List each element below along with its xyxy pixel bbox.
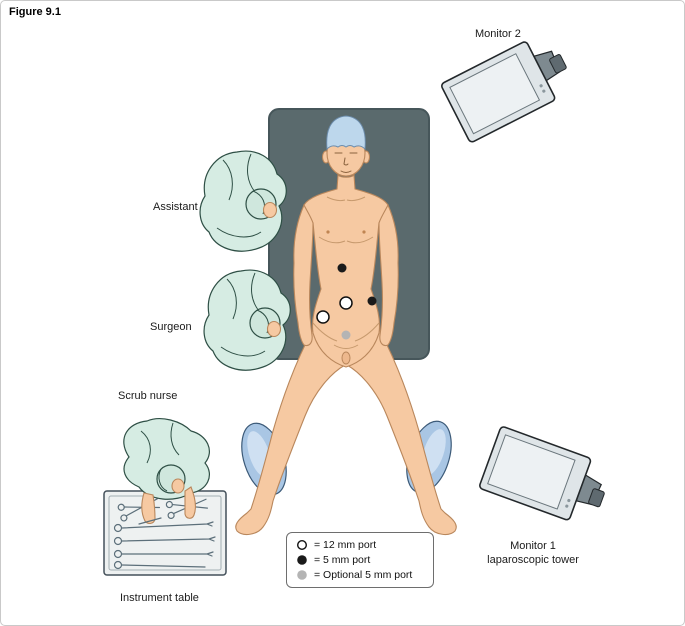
patient-right-arm	[378, 203, 399, 347]
5mm-port-icon	[297, 555, 307, 565]
optional-5mm-port-icon	[297, 570, 307, 580]
legend-item-label: = 5 mm port	[314, 554, 371, 566]
scrub-nurse-figure	[123, 418, 210, 525]
monitor-2	[439, 29, 579, 144]
legend-item-5mm-port: = 5 mm port	[296, 554, 424, 566]
legend-item-label: = 12 mm port	[314, 539, 377, 551]
label-scrub-nurse: Scrub nurse	[118, 390, 178, 402]
port-12mm-left	[316, 310, 330, 324]
patient-left-leg	[235, 328, 346, 536]
surgical-cap	[326, 115, 366, 151]
surgeon-figure	[203, 269, 291, 371]
legend-item-label: = Optional 5 mm port	[314, 569, 413, 581]
port-legend: = 12 mm port = 5 mm port = Optional 5 mm…	[286, 532, 434, 588]
label-monitor-2: Monitor 2	[475, 28, 521, 40]
port-5mm-upper	[337, 263, 347, 273]
surgical-instruments	[113, 498, 216, 570]
port-markers	[316, 263, 377, 340]
patient-right-leg	[346, 328, 457, 536]
patient-figure	[235, 115, 457, 536]
assistant-figure	[199, 150, 287, 252]
figure-number-label: Figure 9.1	[9, 6, 61, 18]
legend-item-optional-5mm-port: = Optional 5 mm port	[296, 569, 424, 581]
12mm-port-icon	[296, 539, 308, 551]
legend-item-12mm-port: = 12 mm port	[296, 539, 424, 551]
label-assistant: Assistant	[153, 201, 198, 213]
instrument-table	[103, 490, 227, 576]
patient-head	[321, 115, 371, 177]
patient-body-details	[312, 196, 380, 365]
label-monitor-1-line2: laparoscopic tower	[487, 554, 579, 567]
label-instrument-table: Instrument table	[120, 592, 199, 604]
port-12mm-umbilical	[339, 296, 353, 310]
monitor-1	[477, 425, 615, 530]
patient-face	[334, 152, 358, 173]
port-5mm-right	[367, 296, 377, 306]
label-monitor-1-line1: Monitor 1	[510, 540, 556, 552]
port-optional-5mm	[341, 330, 351, 340]
label-surgeon: Surgeon	[150, 321, 192, 333]
patient-left-arm	[293, 203, 314, 347]
label-monitor-1: Monitor 1 laparoscopic tower	[479, 539, 587, 568]
